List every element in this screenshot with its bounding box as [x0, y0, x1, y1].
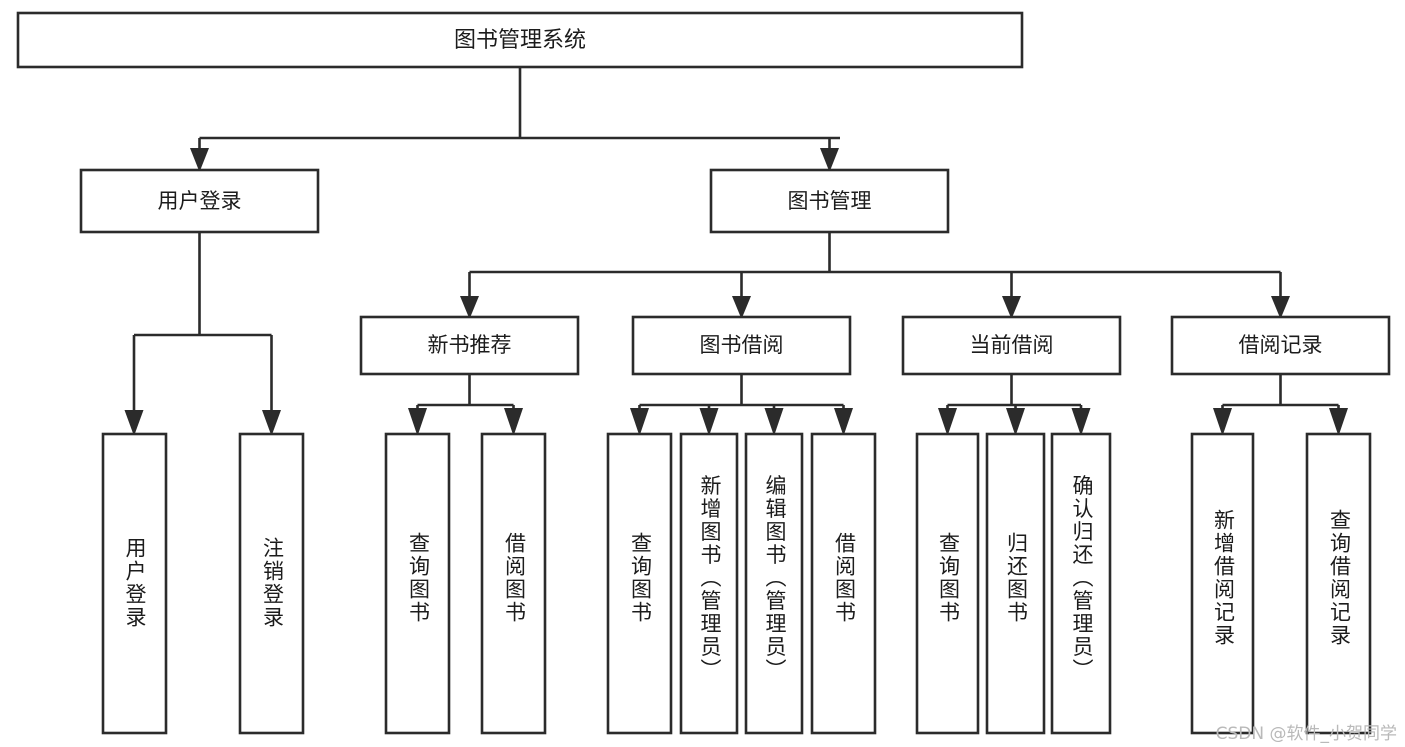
node-leaf-query-book-recommend-box[interactable]: [384, 432, 451, 735]
node-new-book-recommend[interactable]: 新书推荐: [359, 315, 580, 376]
node-leaf-return-book-box[interactable]: [985, 432, 1046, 735]
arrowhead-user-login: [190, 148, 209, 172]
node-leaf-add-book-box[interactable]: [679, 432, 739, 735]
node-leaf-query-book-current[interactable]: 查询图书: [915, 432, 980, 735]
node-current-borrow[interactable]: 当前借阅: [901, 315, 1122, 376]
node-leaf-query-book-current-label: 查询图书: [937, 532, 961, 624]
edge-borrow-record-trunk: [1221, 374, 1340, 414]
arrowhead-leaf-logout: [262, 410, 281, 436]
edge-user-login-trunk: [132, 232, 273, 414]
node-book-management[interactable]: 图书管理: [709, 168, 950, 234]
arrowhead-leaf-borrow-book-recommend: [504, 408, 523, 436]
node-leaf-return-book[interactable]: 归还图书: [985, 432, 1046, 735]
arrowhead-leaf-confirm-return: [1071, 408, 1091, 436]
node-leaf-borrow-book-label: 借阅图书: [833, 532, 857, 624]
node-root-label: 图书管理系统: [454, 28, 586, 53]
node-book-borrow-box[interactable]: [631, 315, 852, 376]
node-root[interactable]: 图书管理系统: [16, 11, 1024, 69]
node-borrow-record-box[interactable]: [1170, 315, 1391, 376]
node-leaf-user-login-label: 用户登录: [123, 537, 147, 629]
node-leaf-add-book[interactable]: 新增图书（管理员）: [679, 432, 739, 735]
arrowhead-current-borrow: [1002, 296, 1021, 319]
arrowhead-borrow-record: [1271, 296, 1290, 319]
edge-new-book-recommend-trunk: [416, 374, 515, 414]
node-current-borrow-box[interactable]: [901, 315, 1122, 376]
node-leaf-edit-book-box[interactable]: [744, 432, 804, 735]
arrowhead-leaf-query-book-current: [938, 408, 957, 436]
node-leaf-borrow-book-recommend-label: 借阅图书: [503, 532, 527, 624]
node-leaf-add-borrow-record-label: 新增借阅记录: [1212, 509, 1236, 647]
arrowhead-leaf-borrow-book: [834, 408, 853, 436]
node-book-borrow-label: 图书借阅: [700, 333, 784, 357]
node-leaf-logout[interactable]: 注销登录: [238, 432, 305, 735]
node-leaf-edit-book-label: 编辑图书（管理员）: [763, 475, 787, 682]
node-leaf-borrow-book-recommend[interactable]: 借阅图书: [480, 432, 547, 735]
node-new-book-recommend-box[interactable]: [359, 315, 580, 376]
edge-book-management-trunk: [468, 232, 1282, 300]
node-root-box[interactable]: [16, 11, 1024, 69]
node-leaf-logout-box[interactable]: [238, 432, 305, 735]
node-leaf-query-book-borrow[interactable]: 查询图书: [606, 432, 673, 735]
node-leaf-user-login-box[interactable]: [101, 432, 168, 735]
node-user-login-label: 用户登录: [158, 189, 242, 213]
arrowhead-leaf-query-book-recommend: [408, 408, 427, 436]
edge-root-to-level2-trunk: [198, 67, 840, 152]
watermark-text: CSDN @软件_小贺同学: [1215, 724, 1397, 744]
node-leaf-return-book-label: 归还图书: [1005, 532, 1029, 624]
node-leaf-query-book-current-box[interactable]: [915, 432, 980, 735]
node-leaf-add-book-label: 新增图书（管理员）: [698, 475, 722, 682]
node-leaf-user-login[interactable]: 用户登录: [101, 432, 168, 735]
arrowhead-book-management: [820, 148, 839, 172]
node-book-management-box[interactable]: [709, 168, 950, 234]
node-leaf-confirm-return[interactable]: 确认归还（管理员）: [1050, 432, 1112, 735]
node-borrow-record[interactable]: 借阅记录: [1170, 315, 1391, 376]
arrowhead-leaf-return-book: [1006, 408, 1025, 436]
node-book-borrow[interactable]: 图书借阅: [631, 315, 852, 376]
edge-book-borrow-trunk: [638, 374, 845, 414]
node-user-login[interactable]: 用户登录: [79, 168, 320, 234]
node-leaf-query-book-borrow-label: 查询图书: [629, 532, 653, 624]
node-leaf-query-book-recommend[interactable]: 查询图书: [384, 432, 451, 735]
node-leaf-logout-label: 注销登录: [261, 537, 285, 629]
node-leaf-confirm-return-box[interactable]: [1050, 432, 1112, 735]
node-book-management-label: 图书管理: [788, 189, 872, 213]
arrowhead-leaf-edit-book: [764, 408, 784, 436]
node-leaf-borrow-book-box[interactable]: [810, 432, 877, 735]
node-leaf-borrow-book-recommend-box[interactable]: [480, 432, 547, 735]
node-leaf-add-borrow-record[interactable]: 新增借阅记录: [1190, 432, 1255, 735]
node-leaf-query-borrow-record-label: 查询借阅记录: [1328, 509, 1352, 647]
node-current-borrow-label: 当前借阅: [970, 333, 1054, 357]
connector-layer: [124, 67, 1348, 436]
node-leaf-borrow-book[interactable]: 借阅图书: [810, 432, 877, 735]
node-new-book-recommend-label: 新书推荐: [428, 333, 512, 357]
arrowhead-leaf-user-login: [124, 410, 144, 436]
node-leaf-add-borrow-record-box[interactable]: [1190, 432, 1255, 735]
node-leaf-query-book-recommend-label: 查询图书: [407, 532, 431, 624]
node-leaf-query-borrow-record-box[interactable]: [1305, 432, 1372, 735]
node-leaf-query-book-borrow-box[interactable]: [606, 432, 673, 735]
node-borrow-record-label: 借阅记录: [1239, 333, 1323, 357]
arrowhead-leaf-add-book: [699, 408, 719, 436]
arrowhead-new-book-recommend: [460, 296, 479, 319]
node-leaf-edit-book[interactable]: 编辑图书（管理员）: [744, 432, 804, 735]
arrowhead-leaf-query-book-borrow: [630, 408, 649, 436]
arrowhead-leaf-add-borrow-record: [1213, 408, 1232, 436]
node-user-login-box[interactable]: [79, 168, 320, 234]
arrowhead-book-borrow: [732, 296, 751, 319]
node-leaf-confirm-return-label: 确认归还（管理员）: [1070, 475, 1094, 682]
arrowhead-leaf-query-borrow-record: [1329, 408, 1348, 436]
node-leaf-query-borrow-record[interactable]: 查询借阅记录: [1305, 432, 1372, 735]
